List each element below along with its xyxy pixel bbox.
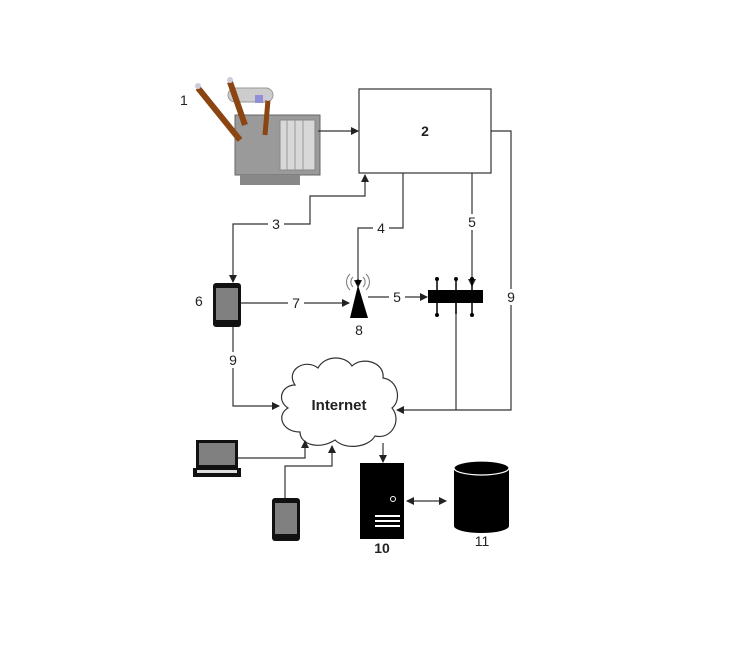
hub-icon: [428, 277, 483, 317]
server-icon: [360, 463, 404, 539]
label-link-3: 3: [272, 216, 280, 232]
label-server: 10: [374, 540, 390, 556]
internet-cloud: [280, 357, 399, 447]
label-antenna: 8: [355, 322, 363, 338]
laptop-icon: [193, 440, 241, 477]
database-icon: [453, 460, 510, 533]
label-tablet: 6: [195, 293, 203, 309]
label-transformer: 1: [180, 92, 188, 108]
label-link-5-mid: 5: [393, 289, 401, 305]
laptop-to-internet-line: [238, 440, 309, 459]
link-9-right: [396, 130, 512, 414]
transformer-icon: [195, 77, 321, 185]
label-database: 11: [475, 533, 490, 549]
label-link-7: 7: [292, 295, 300, 311]
controller-box: [358, 88, 492, 174]
label-link-9-right: 9: [507, 289, 515, 305]
label-link-9-left: 9: [229, 352, 237, 368]
antenna-icon: [346, 273, 370, 318]
label-internet: Internet: [311, 397, 366, 414]
label-link-4: 4: [377, 220, 385, 236]
label-controller: 2: [421, 123, 429, 139]
phone-icon: [272, 498, 300, 541]
phone-to-internet-line: [284, 445, 336, 498]
label-link-5-top: 5: [468, 214, 476, 230]
link-3: [229, 174, 369, 283]
tablet-icon: [213, 283, 241, 327]
